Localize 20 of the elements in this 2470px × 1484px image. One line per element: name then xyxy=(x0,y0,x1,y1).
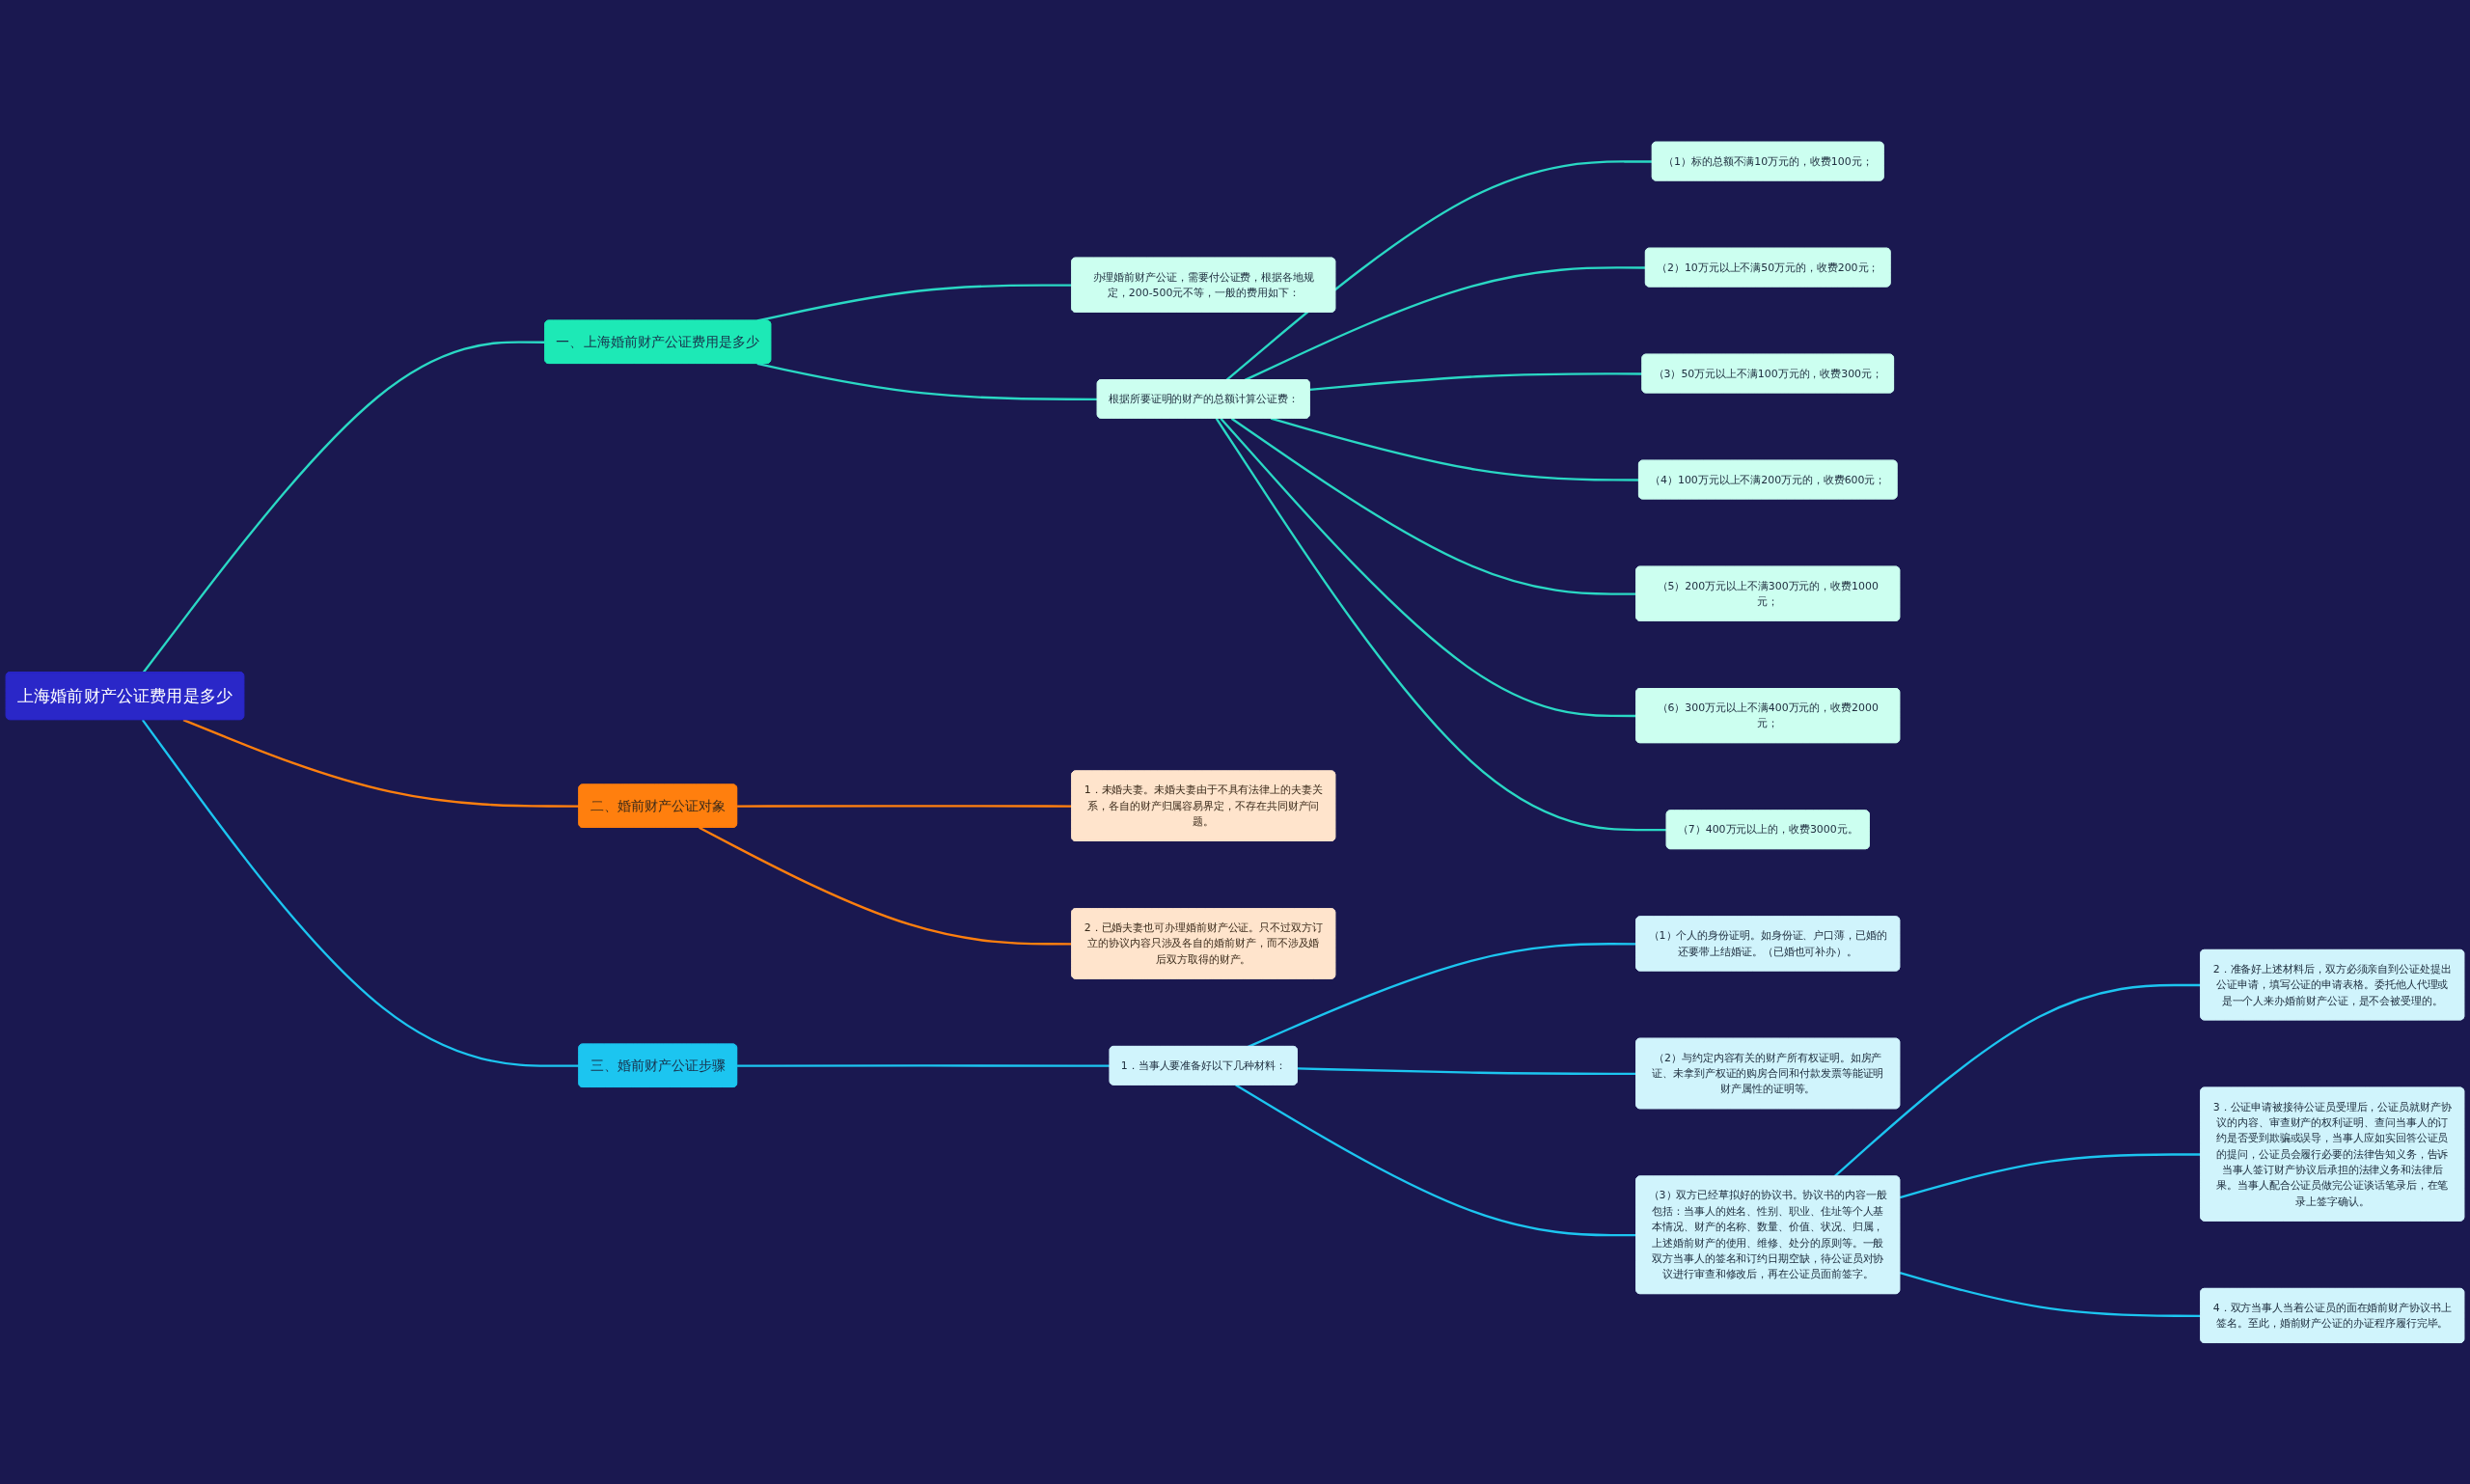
connector xyxy=(1230,417,1637,595)
connector xyxy=(1297,1066,1637,1075)
connector xyxy=(1220,417,1637,717)
connector xyxy=(142,341,546,673)
connector xyxy=(1248,942,1637,1048)
connector xyxy=(699,826,1073,946)
connector xyxy=(1899,1271,2202,1317)
connector xyxy=(737,1063,1111,1067)
connector xyxy=(1309,371,1643,391)
connector xyxy=(1225,159,1653,381)
connector xyxy=(141,719,580,1067)
connector xyxy=(1833,983,2202,1177)
connector xyxy=(1244,265,1646,381)
connector xyxy=(1899,1152,2202,1198)
connector xyxy=(1235,1084,1637,1236)
connector xyxy=(737,804,1073,808)
connector xyxy=(1215,417,1667,831)
connector xyxy=(182,718,580,808)
connector xyxy=(756,362,1098,400)
connector xyxy=(1270,417,1639,481)
